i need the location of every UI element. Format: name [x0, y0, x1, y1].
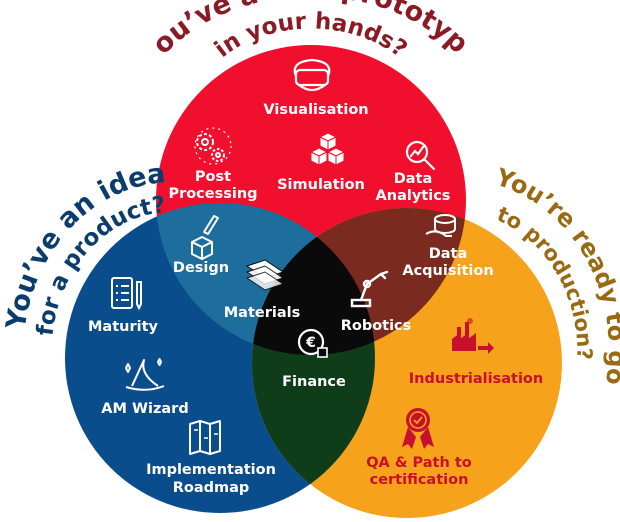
euro-coin-icon: €	[297, 328, 328, 358]
label-am-wizard: AM Wizard	[101, 401, 188, 417]
label-finance: Finance	[282, 374, 346, 390]
label-post-processing-1: Post	[195, 169, 231, 185]
sheets-icon	[245, 259, 285, 291]
award-ribbon-icon	[402, 408, 434, 449]
roadmap-icon	[189, 420, 221, 455]
label-industrialisation: Industrialisation	[409, 371, 543, 387]
svg-text:€: €	[305, 335, 316, 351]
label-data-acquisition-2: Acquisition	[402, 263, 493, 279]
overlap-center	[252, 208, 375, 355]
label-maturity: Maturity	[88, 319, 159, 335]
label-design: Design	[173, 260, 229, 276]
vr-headset-icon	[293, 58, 331, 92]
label-implementation-2: Roadmap	[173, 480, 250, 496]
gears-icon	[194, 127, 232, 165]
label-materials: Materials	[224, 305, 301, 321]
label-data-analytics-1: Data	[394, 171, 433, 187]
label-qa-2: certification	[370, 472, 469, 488]
label-simulation: Simulation	[277, 177, 365, 193]
checklist-icon	[111, 277, 142, 311]
label-data-acquisition-1: Data	[429, 246, 468, 262]
wizard-hat-icon	[125, 358, 165, 391]
label-data-analytics-2: Analytics	[376, 188, 451, 204]
database-hand-icon	[425, 214, 456, 237]
robot-arm-icon	[350, 270, 389, 308]
magnifier-chart-icon	[405, 140, 436, 171]
label-visualisation: Visualisation	[263, 102, 368, 118]
label-robotics: Robotics	[341, 318, 412, 334]
label-implementation-1: Implementation	[146, 462, 276, 478]
cubes-icon	[309, 132, 346, 166]
label-post-processing-2: Processing	[168, 186, 257, 202]
pencil-cube-icon	[191, 215, 219, 260]
label-qa-1: QA & Path to	[366, 455, 472, 471]
factory-icon	[452, 318, 494, 354]
